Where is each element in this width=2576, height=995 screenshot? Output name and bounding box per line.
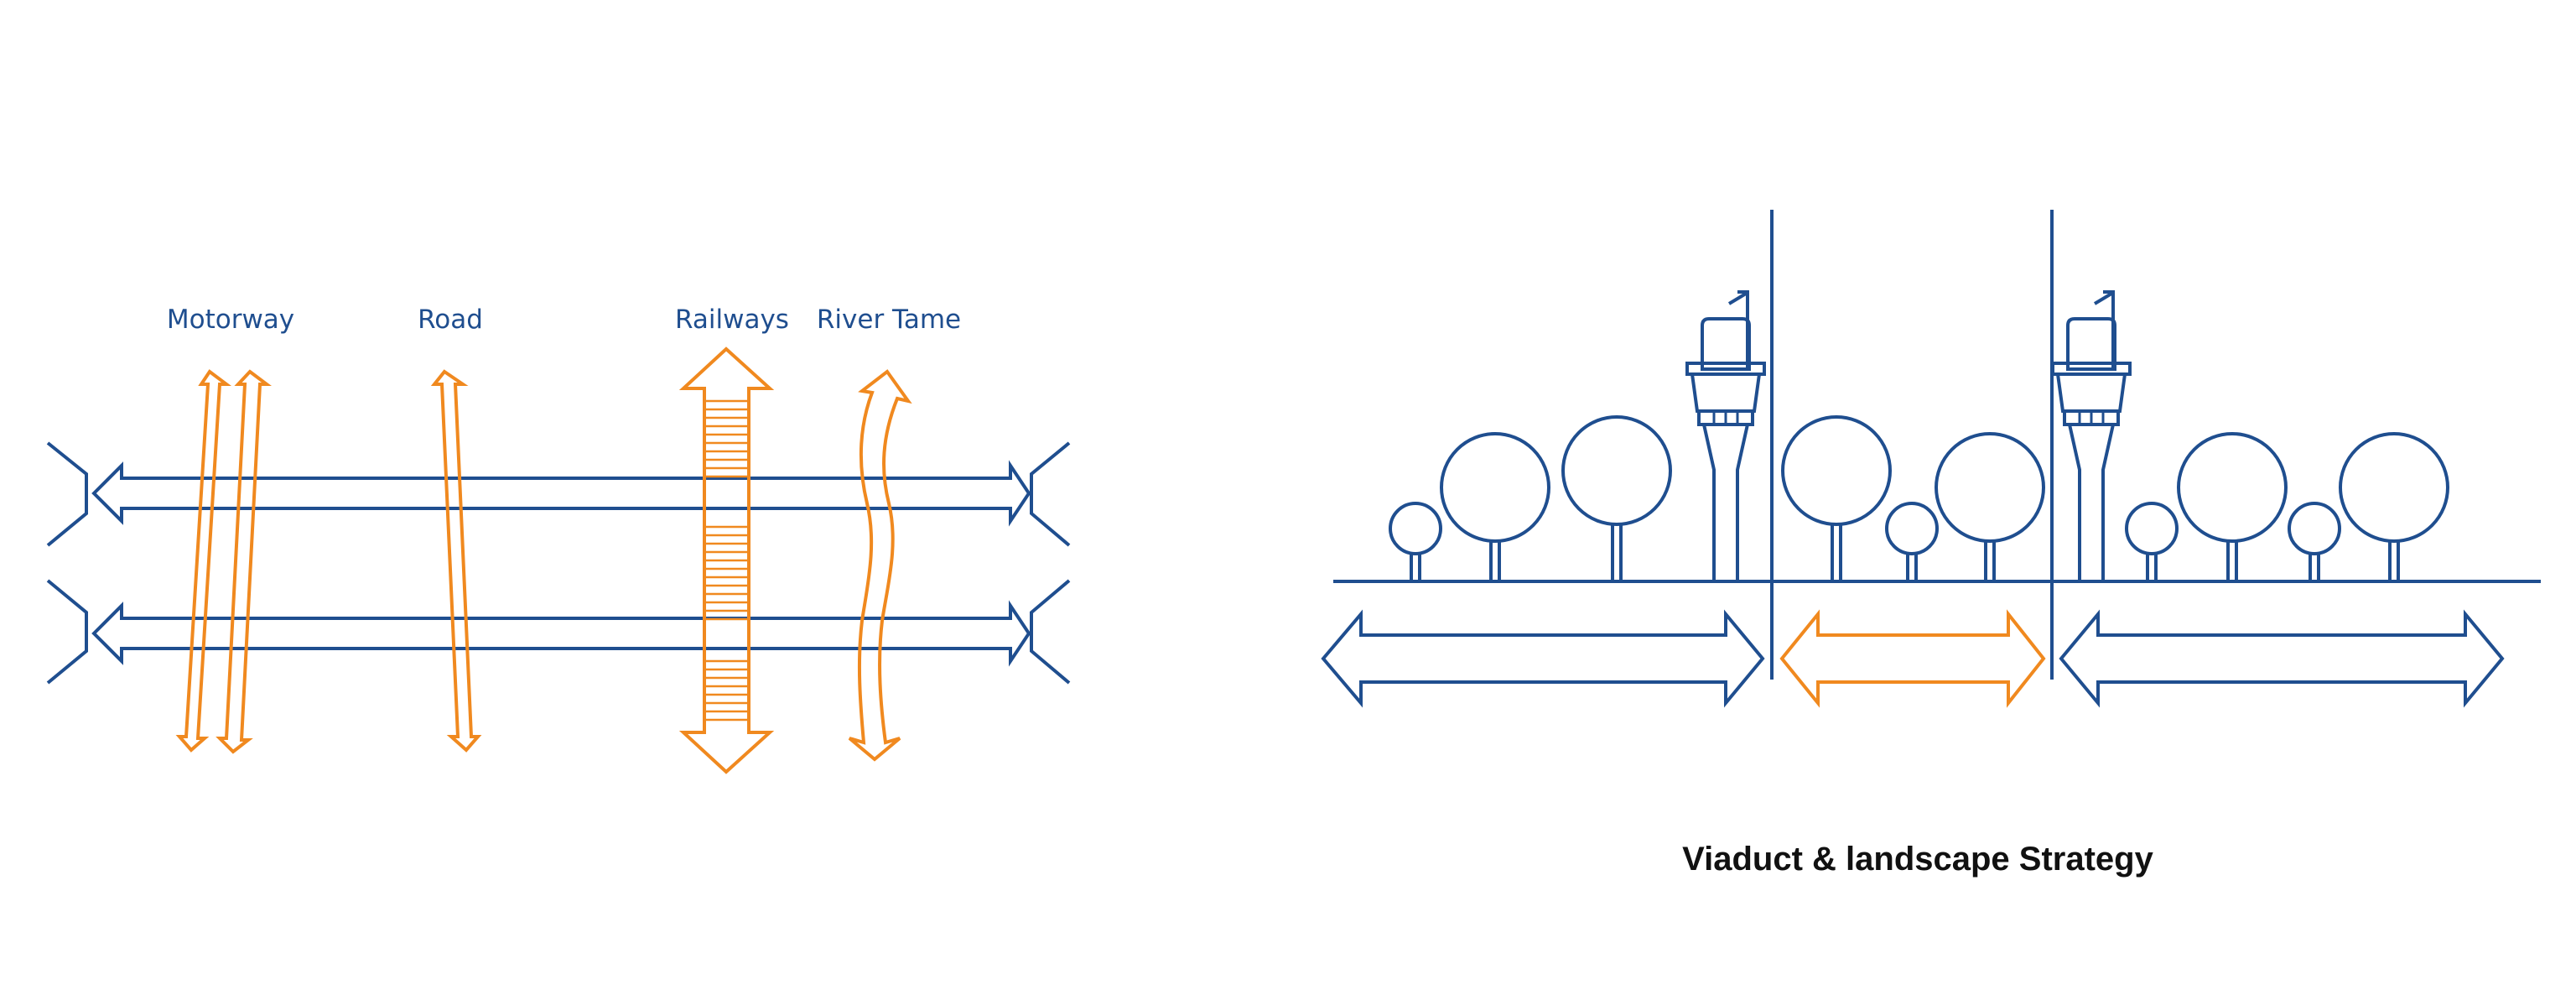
horizontal-arrow-lower	[91, 600, 1031, 667]
label-motorway: Motorway	[166, 305, 295, 335]
tree	[2125, 502, 2179, 581]
horizontal-arrow-upper	[91, 460, 1031, 527]
tree	[2339, 432, 2449, 581]
end-bracket-right-upper	[1030, 441, 1071, 547]
end-bracket-left-lower	[46, 579, 88, 685]
left-crossings-diagram	[46, 346, 1071, 774]
label-railways: Railways	[675, 305, 789, 335]
motorway-arrow-2	[216, 369, 272, 754]
label-river-tame: River Tame	[816, 305, 962, 335]
trees	[1389, 415, 2449, 581]
viaduct-tower	[2051, 290, 2132, 583]
railways-hatching	[706, 399, 747, 722]
tree	[1561, 415, 1672, 581]
viaduct-tower	[1685, 290, 1766, 583]
tree	[1389, 502, 1442, 581]
label-road: Road	[418, 305, 483, 335]
tree	[2288, 502, 2341, 581]
end-bracket-left-upper	[46, 441, 88, 547]
motorway-arrow-1	[175, 369, 231, 753]
railways-arrow	[678, 346, 775, 774]
zone-arrow-middle	[1779, 609, 2046, 708]
end-bracket-right-lower	[1030, 579, 1071, 685]
right-landscape-diagram	[1321, 210, 2541, 708]
zone-arrow-right	[2059, 609, 2505, 708]
river-tame-arrow	[848, 369, 912, 762]
viaduct-towers	[1685, 290, 2132, 583]
tree	[1885, 502, 1939, 581]
road-arrow	[430, 369, 482, 753]
tree	[2177, 432, 2288, 581]
zone-arrow-left	[1321, 609, 1765, 708]
tree	[1440, 432, 1550, 581]
diagram-caption: Viaduct & landscape Strategy	[1682, 841, 2153, 878]
tree	[1935, 432, 2045, 581]
tree	[1781, 415, 1892, 581]
